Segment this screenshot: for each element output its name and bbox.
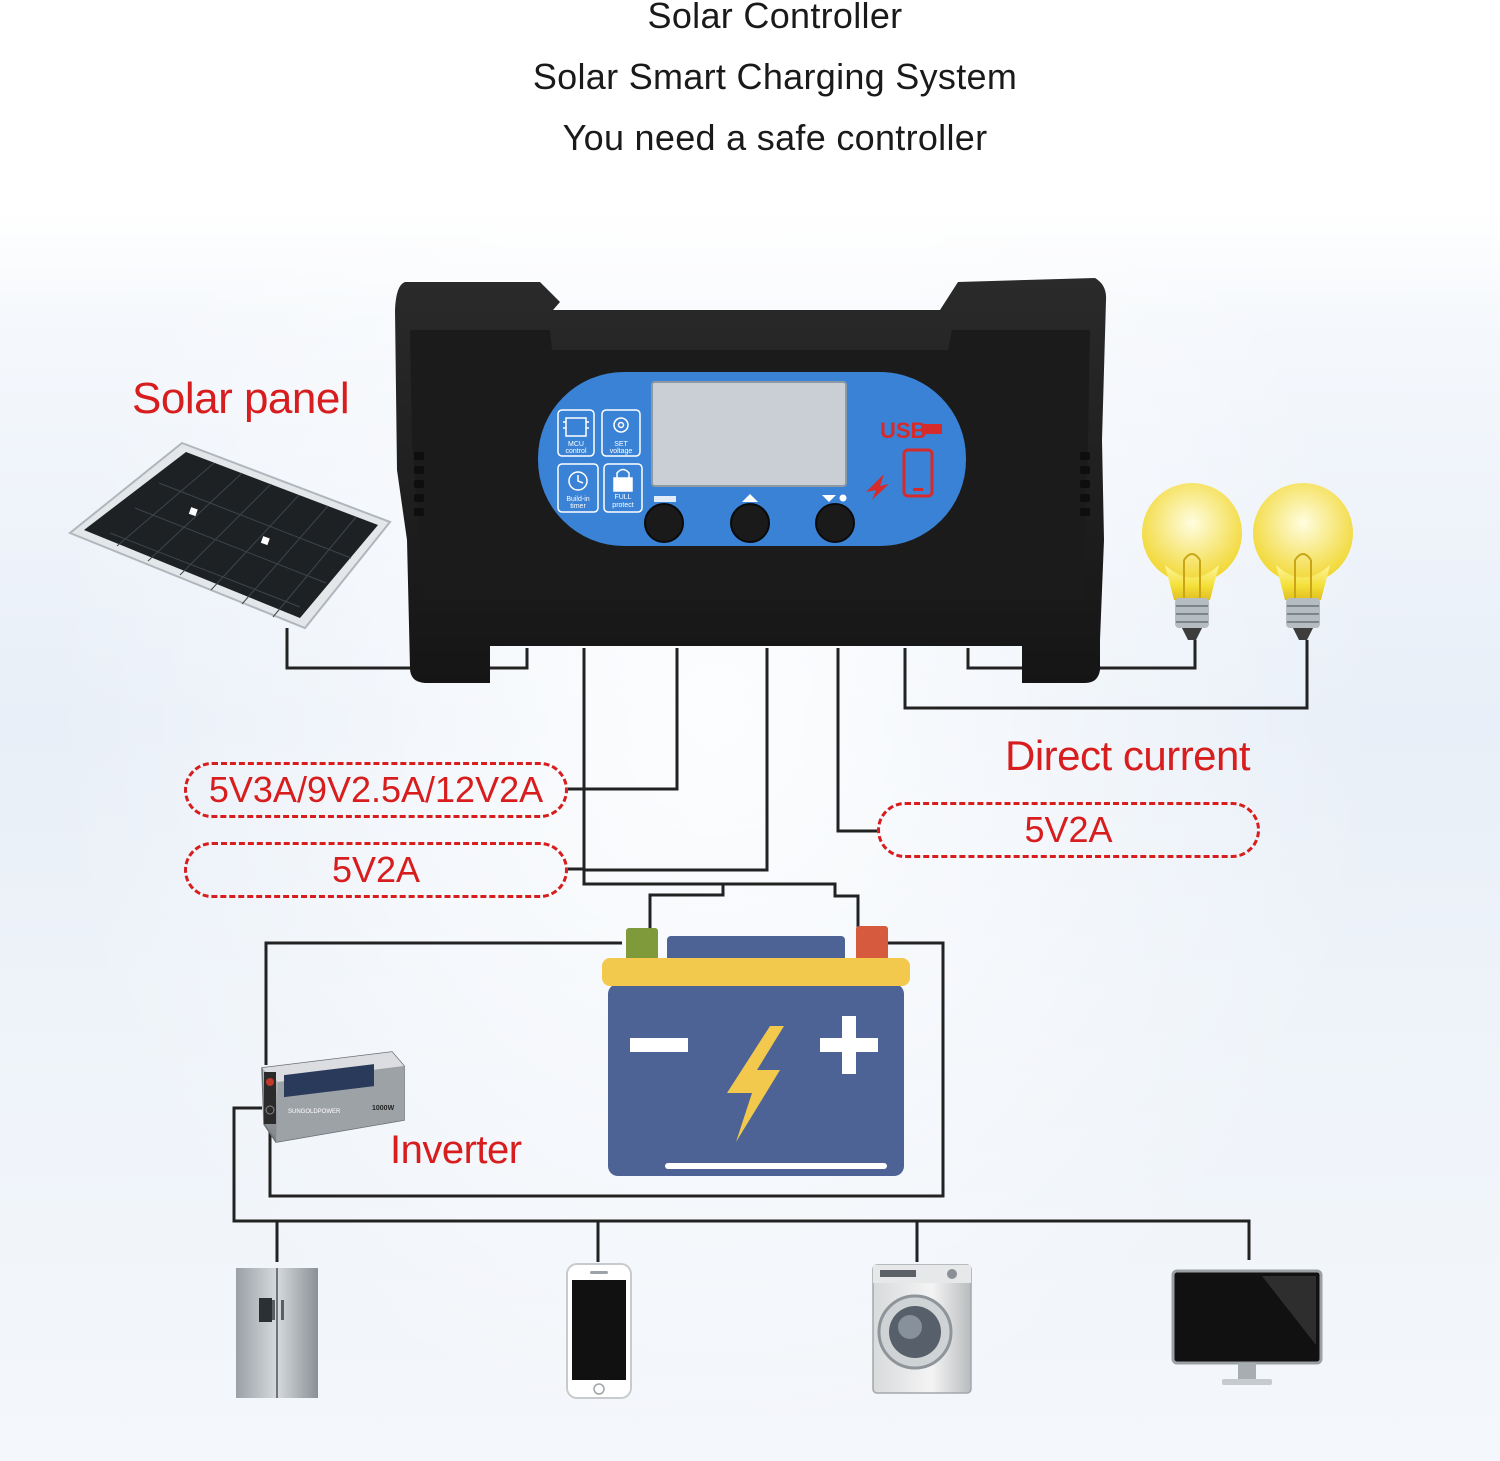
chip-icon bbox=[557, 409, 595, 457]
inverter-rating: 1000W bbox=[372, 1105, 395, 1112]
smartphone-image bbox=[566, 1263, 632, 1399]
gear-icon-text-2: voltage bbox=[610, 448, 633, 455]
usb-fast-output-spec: 5V3A/9V2.5A/12V2A bbox=[184, 762, 568, 818]
refrigerator-image bbox=[236, 1268, 318, 1398]
solar-panel-image bbox=[68, 441, 392, 630]
wire-inverter-neg bbox=[264, 941, 622, 1065]
right-vents bbox=[1080, 452, 1090, 516]
right-button bbox=[815, 503, 855, 543]
left-button bbox=[644, 503, 684, 543]
middle-button bbox=[730, 503, 770, 543]
wire-inverter-pos bbox=[268, 941, 945, 1198]
monitor-image bbox=[1171, 1269, 1323, 1385]
inverter-image: SUNGOLDPOWER 1000W bbox=[261, 1051, 405, 1143]
clock-icon bbox=[557, 463, 599, 513]
gear-icon bbox=[601, 409, 641, 457]
lock-icon-text-1: FULL bbox=[614, 494, 631, 501]
phone-charge-icon bbox=[866, 448, 934, 500]
lcd-screen bbox=[651, 381, 847, 487]
solar-controller: MCU control SET voltage Build-in timer F… bbox=[395, 278, 1107, 683]
wire-solar-tab bbox=[490, 648, 529, 670]
chip-icon-text-2: control bbox=[565, 448, 586, 455]
usb-normal-output-spec: 5V2A bbox=[184, 842, 568, 898]
wire-battery-neg bbox=[648, 884, 725, 932]
light-bulb-1 bbox=[1142, 483, 1242, 640]
clock-icon-text-2: timer bbox=[570, 503, 586, 510]
page-tagline: You need a safe controller bbox=[562, 117, 988, 158]
wire-usb-fast bbox=[568, 648, 679, 791]
button-markers bbox=[654, 494, 847, 502]
wire-dc bbox=[836, 648, 877, 833]
gear-icon-text-1: SET bbox=[614, 441, 628, 448]
page-title: Solar Controller bbox=[647, 0, 903, 36]
light-bulb-2 bbox=[1253, 483, 1353, 640]
wires bbox=[232, 628, 1309, 1262]
chip-icon-text-1: MCU bbox=[568, 441, 584, 448]
wire-solar bbox=[285, 628, 412, 670]
wire-bulb-2 bbox=[903, 640, 1309, 710]
inverter-brand: SUNGOLDPOWER bbox=[288, 1109, 341, 1115]
lock-icon-text-2: protect bbox=[612, 502, 633, 509]
clock-icon-text-1: Build-in bbox=[566, 496, 589, 503]
wire-battery-pos bbox=[582, 648, 860, 932]
left-vents bbox=[414, 452, 424, 516]
dc-output-spec: 5V2A bbox=[877, 802, 1260, 858]
washing-machine-image bbox=[872, 1264, 972, 1394]
direct-current-label: Direct current bbox=[1005, 732, 1251, 779]
inverter-label: Inverter bbox=[390, 1128, 522, 1172]
usb-mark: USB bbox=[880, 418, 926, 443]
page-subtitle: Solar Smart Charging System bbox=[532, 56, 1018, 97]
wire-appliance-bus bbox=[232, 1106, 1251, 1260]
lock-icon bbox=[603, 463, 643, 513]
solar-panel-label: Solar panel bbox=[132, 374, 350, 423]
wire-usb-normal bbox=[568, 648, 586, 871]
battery-image bbox=[602, 926, 910, 1176]
